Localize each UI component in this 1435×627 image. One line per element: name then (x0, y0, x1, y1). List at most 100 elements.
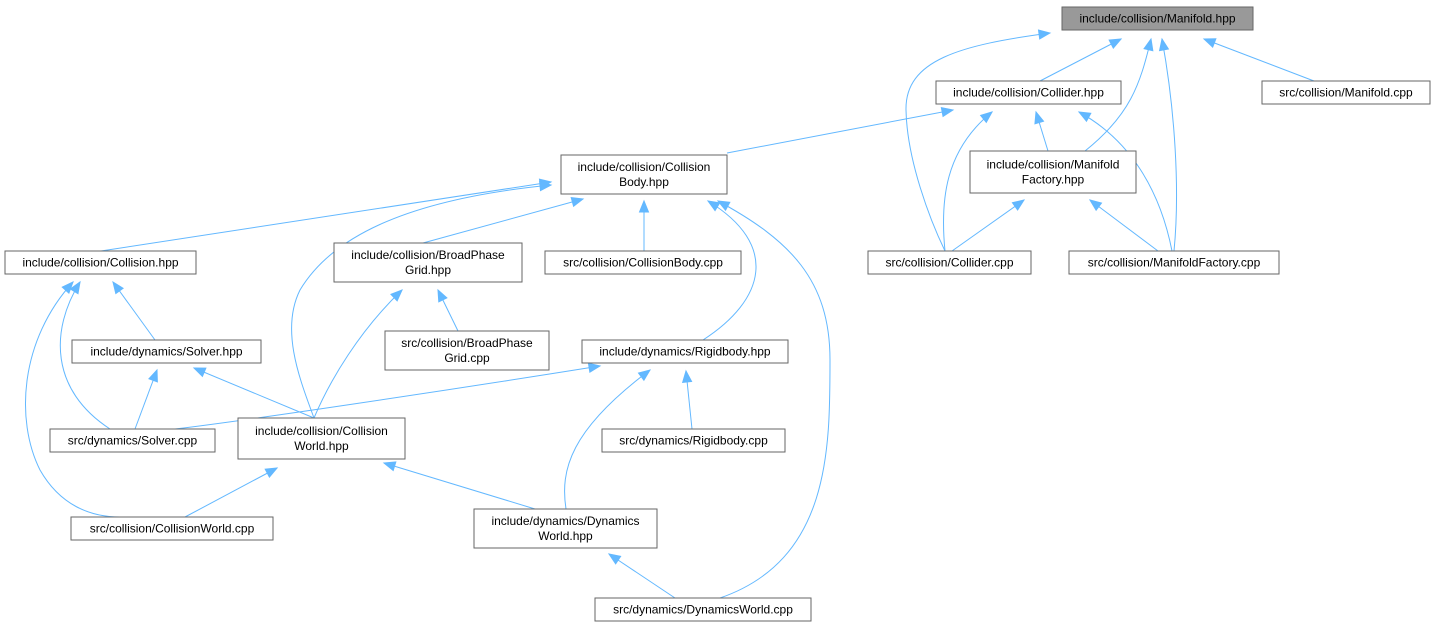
edge-arrowhead (570, 196, 585, 208)
node-label: include/dynamics/Solver.hpp (90, 345, 242, 359)
edge-line (726, 109, 954, 154)
edge-line (59, 281, 111, 430)
edge-arrowhead (264, 467, 279, 479)
node-label: include/dynamics/Rigidbody.hpp (599, 345, 771, 359)
node-manifoldfactory-hpp[interactable]: include/collision/ManifoldFactory.hpp (969, 150, 1137, 194)
edge-arrowhead (1158, 37, 1170, 52)
edge-arrowhead (1143, 37, 1154, 52)
edge-collisionworld_hpp-to-broadphase_hpp (313, 289, 403, 419)
node-collisionbody-cpp[interactable]: src/collision/CollisionBody.cpp (544, 250, 742, 275)
node-label: include/collision/Manifold.hpp (1079, 12, 1235, 26)
edge-rigidbody_hpp-to-collisionbody_hpp (702, 200, 757, 341)
node-label: include/dynamics/Dynamics (491, 514, 639, 528)
node-label: include/collision/Collider.hpp (953, 86, 1104, 100)
node-label: src/collision/CollisionBody.cpp (563, 256, 723, 270)
edge-dynamicsworld_cpp-to-collisionbody_hpp (716, 200, 831, 599)
node-label: Factory.hpp (1022, 173, 1085, 187)
node-label: Grid.hpp (405, 263, 451, 277)
edge-line (1084, 38, 1152, 152)
node-box (601, 428, 786, 453)
node-rigidbody-cpp[interactable]: src/dynamics/Rigidbody.cpp (601, 428, 786, 453)
node-box (1261, 80, 1431, 105)
edge-arrowhead (437, 288, 448, 303)
edge-line (702, 200, 757, 341)
node-box (935, 80, 1122, 105)
node-box (4, 250, 197, 275)
node-label: include/collision/Collision (255, 424, 388, 438)
node-box (384, 330, 550, 371)
edge-line (1039, 38, 1122, 82)
node-collider-hpp[interactable]: include/collision/Collider.hpp (935, 80, 1122, 105)
edge-line (383, 462, 536, 510)
node-box (1068, 250, 1280, 275)
edge-arrowhead (148, 368, 158, 383)
node-collisionworld-hpp[interactable]: include/collision/CollisionWorld.hpp (237, 417, 406, 460)
node-collision-hpp[interactable]: include/collision/Collision.hpp (4, 250, 197, 275)
edge-line (100, 181, 552, 252)
edge-manifoldfactory_cpp-to-manifold_hpp (1158, 37, 1178, 252)
edge-collider_cpp-to-collider_hpp (943, 111, 994, 252)
edge-collider_cpp-to-manifoldfactory_hpp (951, 199, 1026, 252)
edge-arrowhead (1108, 38, 1123, 49)
edge-collisionworld_hpp-to-solver_hpp (192, 367, 315, 419)
node-box (49, 428, 216, 453)
edge-manifoldfactory_cpp-to-collider_hpp (1077, 111, 1173, 252)
edge-arrowhead (940, 106, 955, 118)
edge-line (1203, 38, 1315, 82)
node-manifold-cpp[interactable]: src/collision/Manifold.cpp (1261, 80, 1431, 105)
edge-rigidbody_cpp-to-rigidbody_hpp (681, 369, 693, 430)
node-dynamicsworld-cpp[interactable]: src/dynamics/DynamicsWorld.cpp (594, 597, 812, 622)
edge-line (905, 32, 1051, 252)
node-dynamicsworld-hpp[interactable]: include/dynamics/DynamicsWorld.hpp (473, 508, 658, 549)
node-label: src/dynamics/DynamicsWorld.cpp (613, 603, 793, 617)
edge-arrowhead (716, 200, 731, 212)
edge-arrowhead (192, 367, 207, 378)
edge-line (112, 281, 156, 341)
edge-line (608, 553, 676, 599)
node-manifold-hpp[interactable]: include/collision/Manifold.hpp (1061, 6, 1254, 31)
edge-line (313, 289, 403, 419)
edge-arrowhead (112, 280, 124, 295)
node-label: src/collision/BroadPhase (401, 336, 533, 350)
node-box (473, 508, 658, 549)
node-box (237, 417, 406, 460)
edge-arrowhead (681, 369, 693, 383)
edge-collisionworld_cpp-to-collision_hpp (25, 281, 121, 518)
edge-arrowhead (587, 362, 602, 373)
edge-line (564, 369, 651, 510)
node-box (333, 242, 523, 283)
node-label: src/dynamics/Rigidbody.cpp (619, 434, 768, 448)
edge-collider_cpp-to-manifold_hpp (905, 29, 1052, 252)
node-label: src/collision/Manifold.cpp (1279, 86, 1413, 100)
edge-arrowhead (1037, 29, 1052, 40)
node-label: World.hpp (538, 529, 593, 543)
node-label: Grid.cpp (444, 351, 490, 365)
edge-solver_cpp-to-solver_hpp (134, 368, 158, 430)
node-collisionworld-cpp[interactable]: src/collision/CollisionWorld.cpp (70, 516, 274, 541)
edge-dynamicsworld_hpp-to-collisionworld_hpp (382, 461, 536, 510)
node-solver-hpp[interactable]: include/dynamics/Solver.hpp (71, 339, 262, 364)
node-label: src/collision/CollisionWorld.cpp (90, 522, 255, 536)
edge-line (951, 199, 1025, 252)
edge-arrowhead (1088, 199, 1103, 212)
edge-arrowhead (390, 289, 403, 302)
edge-line (184, 467, 278, 518)
edge-solver_hpp-to-collision_hpp (112, 280, 156, 341)
edge-arrowhead (706, 200, 721, 212)
edge-dynamicsworld_cpp-to-dynamicsworld_hpp (607, 553, 676, 599)
file-nodes: include/collision/Manifold.hpp include/co… (4, 6, 1431, 622)
edge-line (1089, 199, 1159, 252)
node-box (867, 250, 1032, 275)
node-collider-cpp[interactable]: src/collision/Collider.cpp (867, 250, 1032, 275)
node-collisionbody-hpp[interactable]: include/collision/CollisionBody.hpp (560, 154, 728, 195)
node-manifoldfactory-cpp[interactable]: src/collision/ManifoldFactory.cpp (1068, 250, 1280, 275)
node-label: World.hpp (294, 439, 349, 453)
node-label: Body.hpp (619, 175, 669, 189)
node-label: src/collision/ManifoldFactory.cpp (1088, 256, 1261, 270)
edge-arrowhead (61, 281, 74, 295)
node-solver-cpp[interactable]: src/dynamics/Solver.cpp (49, 428, 216, 453)
node-rigidbody-hpp[interactable]: include/dynamics/Rigidbody.hpp (581, 339, 789, 364)
